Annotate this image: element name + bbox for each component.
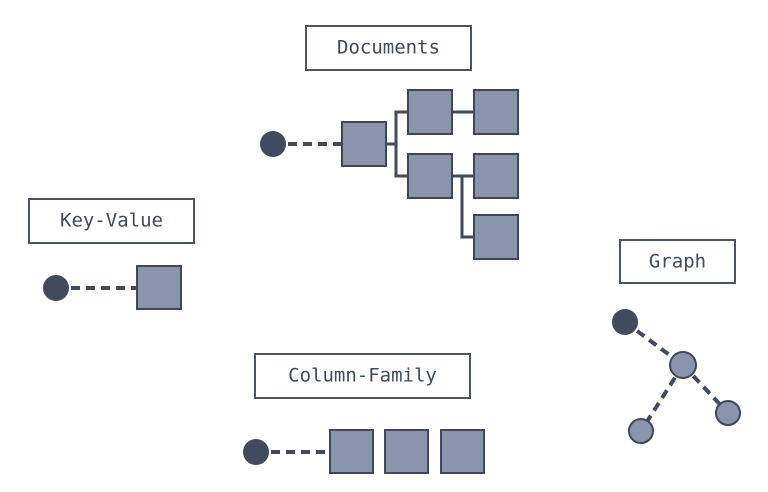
documents-node-level2-b	[473, 153, 519, 199]
documents-branch-lines	[386, 110, 408, 178]
key-value-key-dot	[43, 275, 69, 301]
column-family-column-2	[384, 429, 429, 474]
documents-node-level2-a	[473, 89, 519, 135]
column-family-label-text: Column-Family	[288, 365, 437, 387]
documents-label-text: Documents	[337, 37, 440, 59]
key-value-value-node	[136, 265, 182, 310]
column-family-label-box	[254, 353, 471, 399]
documents-child-links-bottom	[452, 174, 474, 239]
graph-label-text: Graph	[649, 251, 706, 273]
documents-node-level1-bottom	[407, 153, 453, 199]
documents-label-box	[305, 25, 472, 71]
graph-right-node	[715, 400, 741, 426]
graph-root-dot	[612, 309, 638, 335]
key-value-label-text: Key-Value	[60, 210, 163, 232]
documents-node-level2-c	[473, 214, 519, 260]
key-value-label-box	[28, 198, 195, 244]
graph-left-node	[628, 418, 654, 444]
key-value-label: Key-Value	[28, 198, 195, 244]
documents-root-dot	[260, 131, 286, 157]
graph-group: Graph	[612, 239, 741, 444]
key-value-group: Key-Value	[28, 198, 195, 310]
graph-label: Graph	[619, 239, 736, 284]
documents-root-node	[341, 121, 387, 167]
column-family-label: Column-Family	[254, 353, 471, 399]
graph-edge-hub-right	[681, 363, 730, 415]
graph-label-box	[619, 239, 736, 284]
column-family-group: Column-Family	[243, 353, 485, 474]
graph-hub-node	[669, 351, 697, 379]
documents-label: Documents	[305, 25, 472, 71]
column-family-column-1	[329, 429, 374, 474]
graph-edge-hub-left	[639, 363, 685, 433]
documents-node-level1-top	[407, 89, 453, 135]
documents-group: Documents	[260, 25, 519, 260]
column-family-column-3	[440, 429, 485, 474]
column-family-row-key-dot	[243, 439, 269, 465]
